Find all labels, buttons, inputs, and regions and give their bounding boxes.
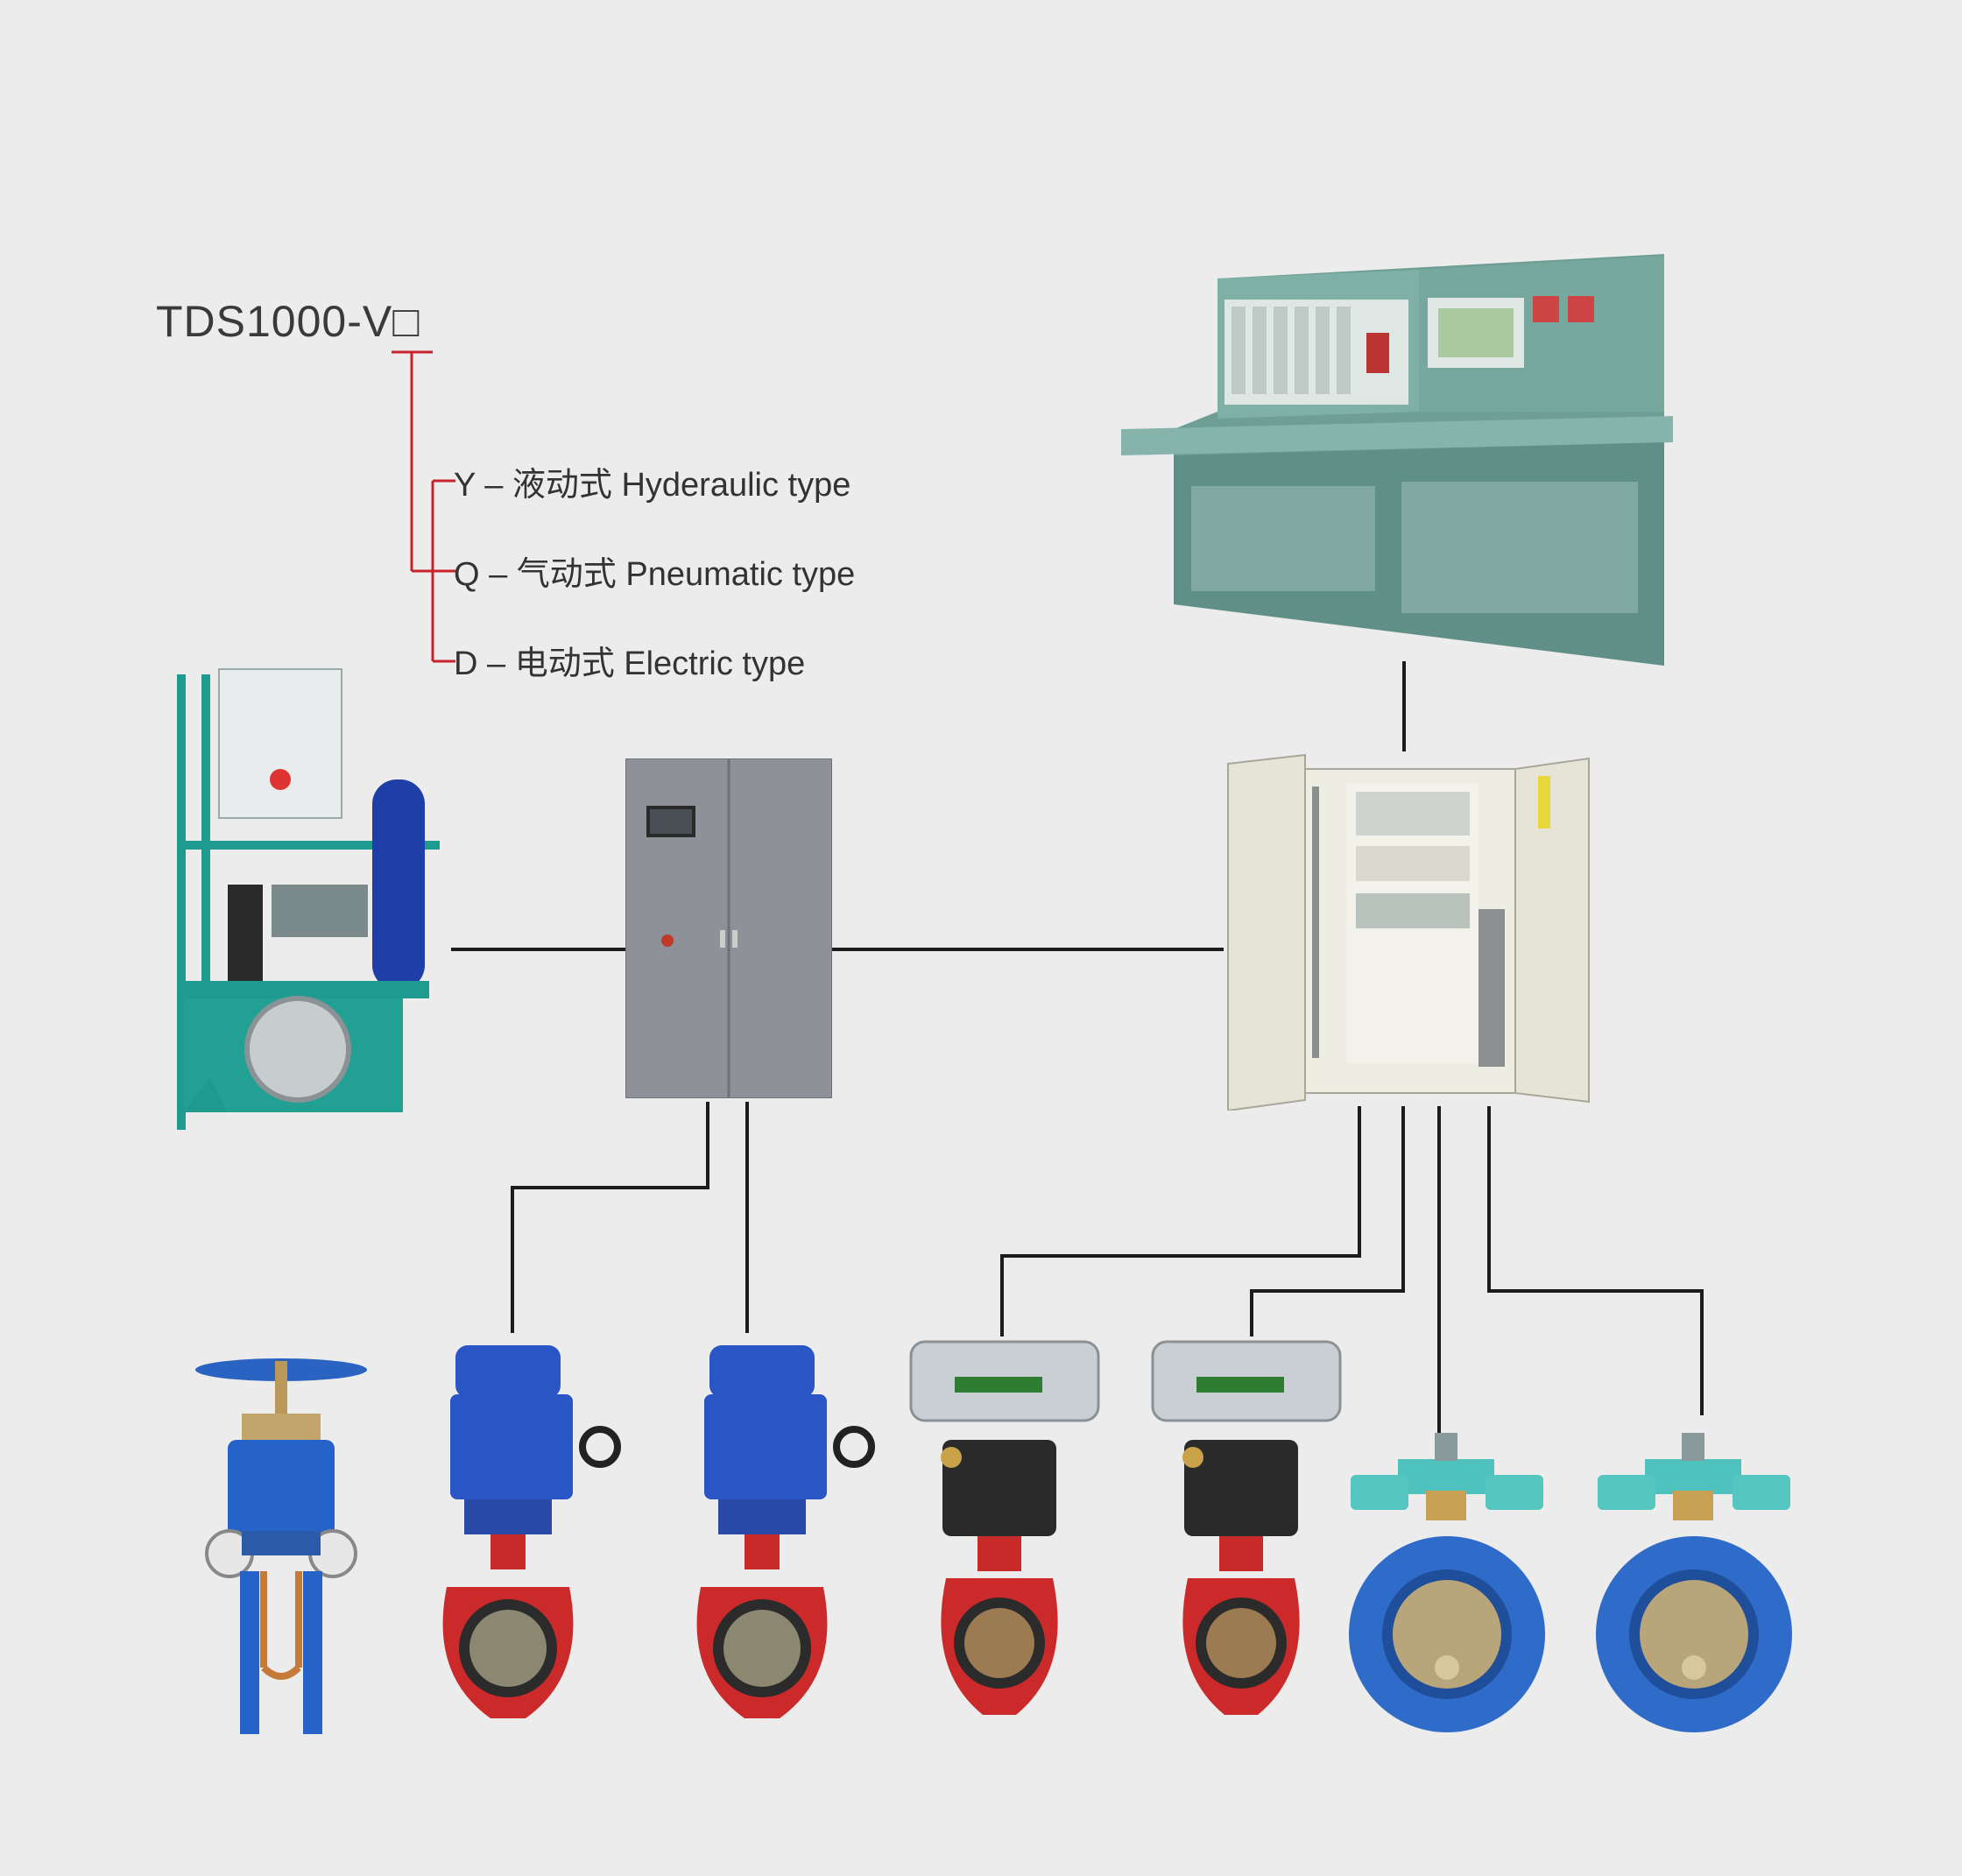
option-pneumatic: Q – 气动式 Pneumatic type	[454, 547, 855, 595]
pneumatic-butterfly-valve-icon	[1149, 1336, 1351, 1736]
manual-gate-valve-icon	[189, 1352, 373, 1734]
hydraulic-flanged-butterfly-valve-icon	[1592, 1433, 1803, 1739]
option-electric: D – 电动式 Electric type	[454, 636, 805, 684]
option-hydraulic: Y – 液动式 Hyderaulic type	[454, 457, 850, 505]
electric-butterfly-valve-icon	[683, 1342, 876, 1736]
electric-control-cabinet-icon	[625, 758, 832, 1098]
electric-butterfly-valve-icon	[429, 1342, 622, 1736]
plc-cabinet-icon	[1224, 751, 1592, 1111]
pneumatic-butterfly-valve-icon	[907, 1336, 1109, 1736]
control-console-icon	[1112, 254, 1673, 666]
hydraulic-flanged-butterfly-valve-icon	[1345, 1433, 1556, 1739]
option-bracket	[392, 352, 455, 661]
hydraulic-power-unit-icon	[158, 666, 455, 1139]
model-code: TDS1000-V□	[156, 296, 420, 347]
